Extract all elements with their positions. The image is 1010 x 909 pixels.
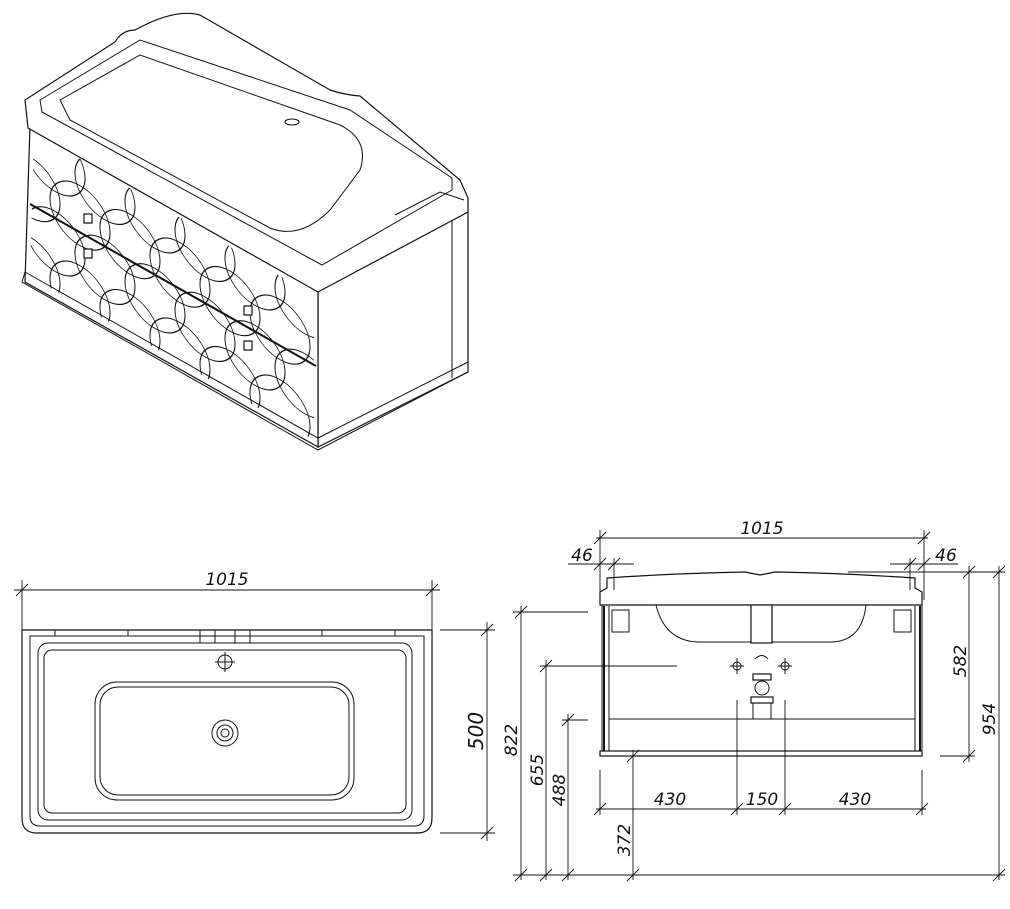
drain-pipe [750,604,773,644]
wall-bracket [893,609,912,633]
height-372-dim: 372 [615,824,635,856]
basin-profile [655,604,867,643]
countertop-panel-inner [43,649,407,814]
countertop-outline [21,629,433,834]
drawer-handle-icon [243,305,253,316]
right-offset-dim: 46 [935,546,957,566]
top-depth-dim: 500 [464,712,488,750]
height-488-dim: 488 [550,774,570,807]
bottom-dim-right: 430 [839,790,871,810]
countertop-side-detail [394,191,465,216]
water-inlet-icon [730,658,792,674]
height-655-dim: 655 [528,754,548,786]
drawer-handle-icon [243,340,253,351]
front-view: 1015 46 46 430 150 430 822 655 488 372 5… [502,519,1006,882]
countertop-inner-edge [29,635,425,827]
basin [59,54,363,232]
tap-hole [284,118,300,126]
left-offset-dim: 46 [571,546,593,566]
bottom-dim-center: 150 [746,790,778,810]
isometric-view [21,12,469,451]
front-view-dimension-lines [513,530,1006,882]
plinth [21,271,469,451]
drawer-handle-icon [83,248,93,259]
height-582-dim: 582 [951,645,971,677]
bottom-dim-left: 430 [654,790,686,810]
front-width-dim: 1015 [740,519,783,539]
drawer-handle-icon [83,213,93,224]
top-view-dimension-lines [14,580,495,841]
countertop-panel [37,642,413,821]
drain-icon [211,719,239,747]
tap-hole-icon [215,652,235,672]
height-954-dim: 954 [980,703,1000,735]
siphon-icon [750,655,774,720]
plinth [599,750,923,757]
wall-bracket [611,609,630,633]
basin [94,681,355,801]
countertop [24,12,469,293]
height-822-dim: 822 [502,724,522,756]
back-edge-marks [54,630,396,643]
drawer-circle-pattern [30,132,314,440]
drawer-divider [29,203,317,367]
countertop [599,571,923,606]
basin-inner [99,686,350,796]
countertop-rim [39,39,453,266]
top-width-dim: 1015 [205,570,248,590]
top-view: 1015 500 [14,570,495,841]
